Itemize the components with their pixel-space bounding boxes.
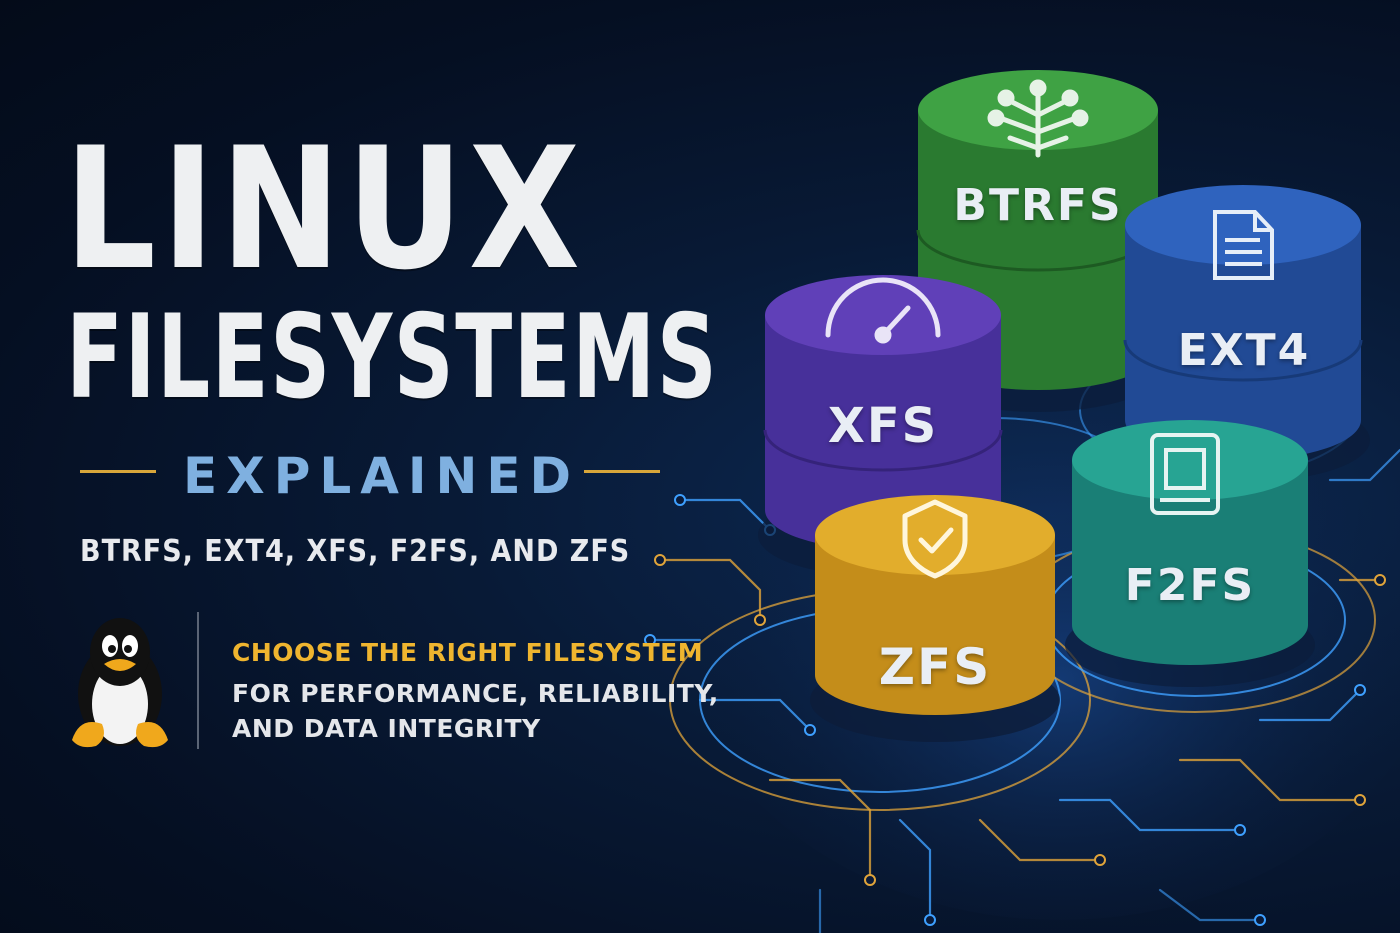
shield-check-icon bbox=[902, 499, 968, 579]
tagline-line2: FOR PERFORMANCE, RELIABILITY, bbox=[232, 679, 719, 708]
ext4-label: EXT4 bbox=[1177, 325, 1311, 376]
tagline-line3: AND DATA INTEGRITY bbox=[232, 714, 541, 743]
circuit-background bbox=[644, 70, 1400, 933]
zfs-label: ZFS bbox=[878, 638, 992, 696]
vertical-divider bbox=[197, 612, 199, 749]
decorative-rule-right bbox=[584, 470, 660, 473]
speedometer-icon bbox=[825, 277, 941, 344]
tux-penguin-icon bbox=[72, 618, 168, 748]
sd-card-icon bbox=[1150, 433, 1220, 515]
f2fs-label: F2FS bbox=[1124, 560, 1256, 611]
btrfs-label: BTRFS bbox=[953, 180, 1123, 231]
tagline-line1: CHOOSE THE RIGHT FILESYSTEM bbox=[232, 638, 704, 667]
f2fs-cylinder bbox=[1065, 420, 1315, 687]
headline-linux: LINUX bbox=[64, 111, 586, 307]
decorative-rule-left bbox=[80, 470, 156, 473]
tree-icon bbox=[987, 79, 1089, 158]
xfs-label: XFS bbox=[827, 398, 939, 454]
headline-explained: EXPLAINED bbox=[183, 447, 581, 505]
zfs-cylinder bbox=[810, 495, 1060, 742]
document-icon bbox=[1213, 210, 1274, 280]
headline-filesystems: FILESYSTEMS bbox=[66, 290, 719, 425]
subtitle: BTRFS, EXT4, XFS, F2FS, AND ZFS bbox=[80, 534, 631, 569]
